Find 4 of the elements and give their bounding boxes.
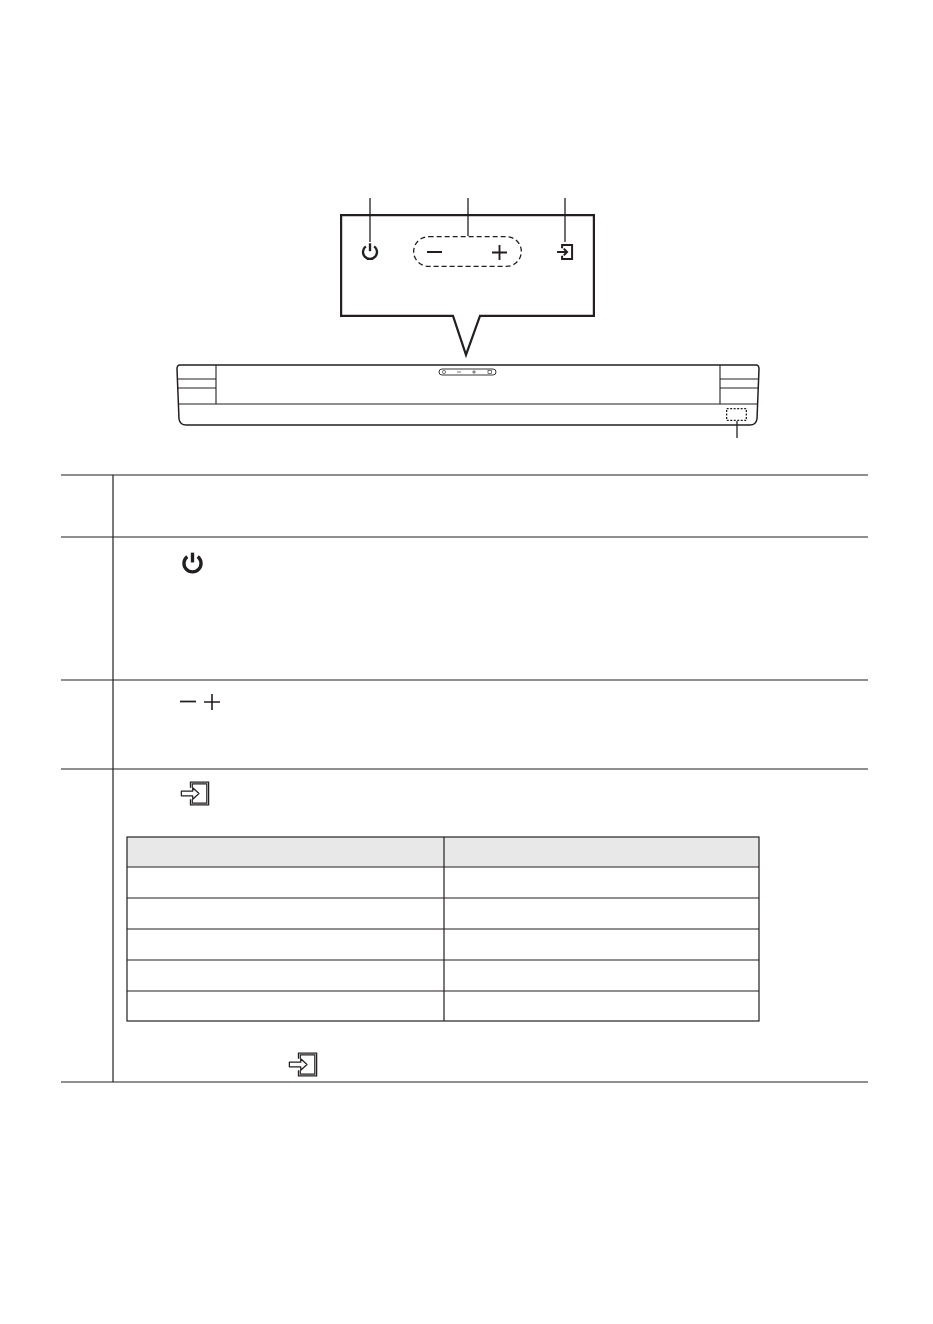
leader-line [564, 197, 566, 243]
leader-line [736, 420, 738, 439]
leader-line [467, 197, 469, 237]
leader-line [369, 197, 371, 243]
